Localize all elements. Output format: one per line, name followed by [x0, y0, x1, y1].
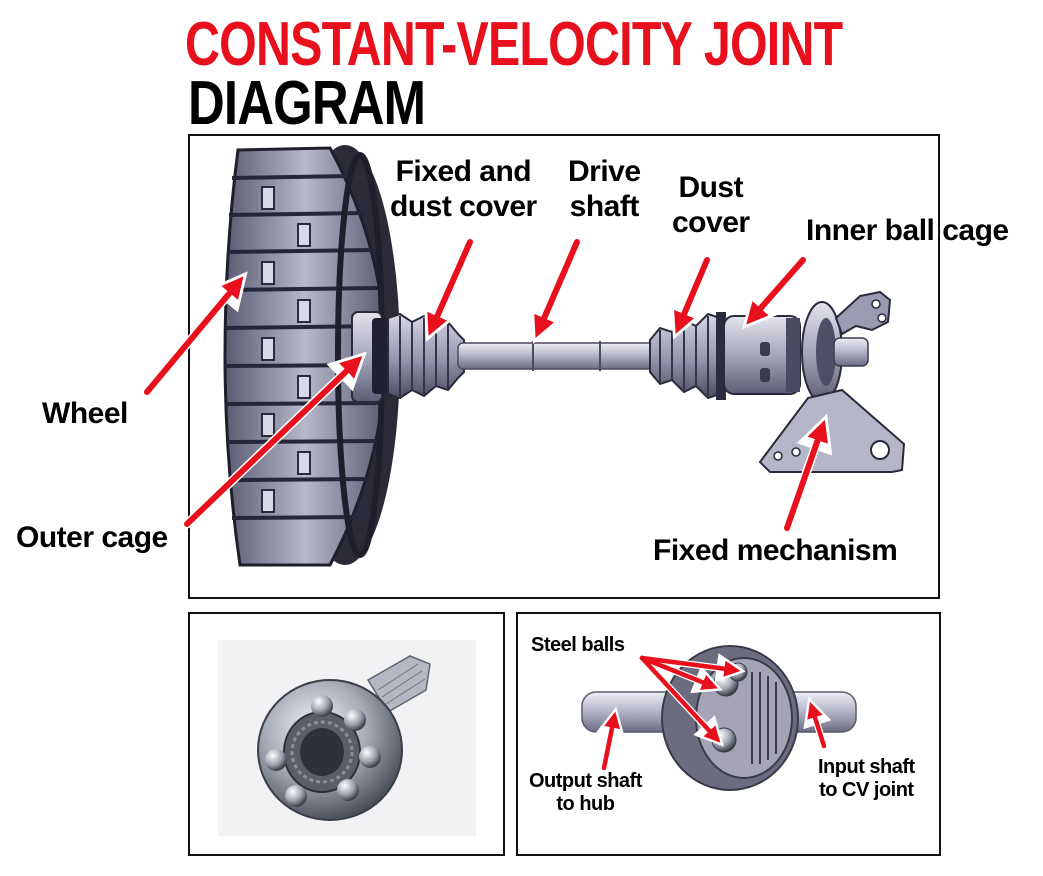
- cv-joint-photo-panel: [188, 612, 505, 856]
- diagram-title: CONSTANT-VELOCITY JOINT: [185, 10, 843, 79]
- label-output-shaft-to-hub: Output shaft to hub: [529, 770, 642, 815]
- diagram-title-line2: DIAGRAM: [188, 69, 426, 138]
- outer-boot: [387, 312, 465, 400]
- label-drive-shaft: Drive shaft: [568, 155, 641, 223]
- outer-cage-hub: [351, 311, 390, 403]
- label-inner-ball-cage: Inner ball cage: [806, 214, 1009, 247]
- inner-boot: [649, 312, 726, 400]
- label-fixed-and-dust-cover: Fixed and dust cover: [390, 155, 537, 223]
- label-dust-cover: Dust cover: [672, 171, 750, 239]
- label-outer-cage: Outer cage: [16, 521, 168, 554]
- inner-ball-cage-housing: [723, 315, 801, 395]
- label-input-shaft-to-cv-joint: Input shaft to CV joint: [818, 756, 915, 801]
- label-fixed-mechanism: Fixed mechanism: [653, 534, 898, 567]
- label-steel-balls: Steel balls: [531, 634, 625, 656]
- label-wheel: Wheel: [42, 397, 128, 430]
- drive-shaft: [457, 341, 659, 371]
